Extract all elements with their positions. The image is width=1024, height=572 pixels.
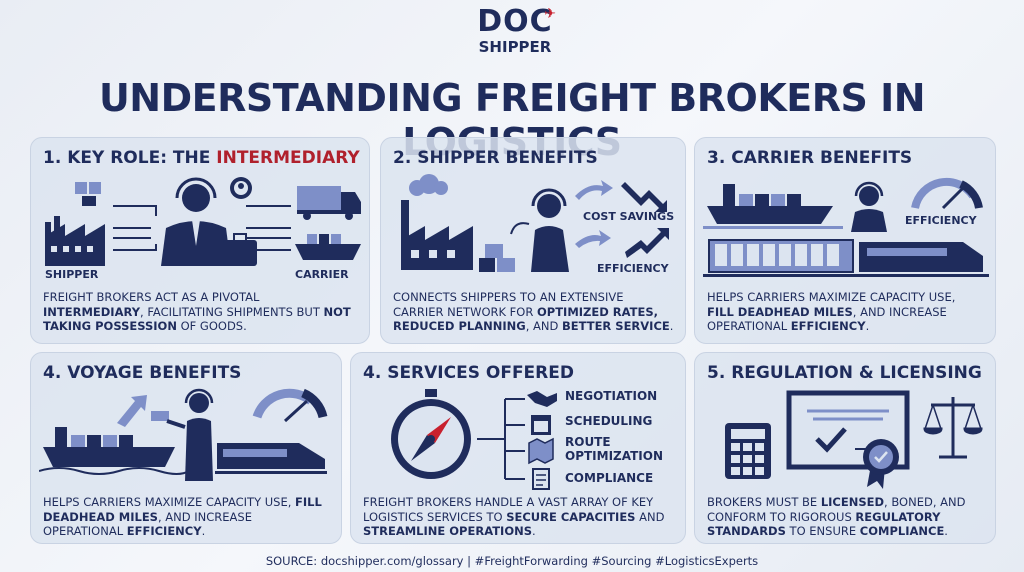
trend-arrow-icon bbox=[117, 395, 147, 427]
key-role-illustration bbox=[45, 177, 361, 266]
headset-agent-icon bbox=[166, 388, 214, 481]
airplane-icon: ✈ bbox=[544, 6, 556, 22]
headset-agent-icon bbox=[161, 177, 231, 266]
shipper-benefits-illustration bbox=[401, 174, 669, 272]
logo-line2: SHIPPER bbox=[478, 38, 552, 56]
container-icon bbox=[151, 411, 169, 421]
card-key-role: 1. KEY ROLE: THE INTERMEDIARY SHIPPER CA… bbox=[30, 137, 370, 344]
gauge-icon bbox=[252, 388, 328, 423]
shipper-label: SHIPPER bbox=[45, 268, 99, 281]
boxes-icon bbox=[479, 244, 515, 272]
card-description: FREIGHT BROKERS ACT AS A PIVOTAL INTERME… bbox=[43, 290, 351, 333]
service-compliance: COMPLIANCE bbox=[565, 471, 654, 485]
scales-icon bbox=[923, 397, 983, 459]
truck-icon bbox=[297, 186, 361, 220]
efficiency-label: EFFICIENCY bbox=[905, 214, 977, 227]
regulation-illustration bbox=[725, 390, 983, 489]
carrier-label: CARRIER bbox=[295, 268, 349, 281]
card-title: 3. CARRIER BENEFITS bbox=[707, 148, 913, 168]
trend-arrow-icon bbox=[575, 230, 611, 248]
factory-icon bbox=[45, 216, 105, 266]
map-icon bbox=[528, 437, 554, 465]
card-title: 4. SERVICES OFFERED bbox=[363, 363, 574, 383]
service-scheduling: SCHEDULING bbox=[565, 414, 653, 428]
cargo-ship-icon bbox=[295, 234, 361, 260]
arrows-icon bbox=[113, 205, 291, 251]
train-icon bbox=[215, 443, 327, 474]
card-description: HELPS CARRIERS MAXIMIZE CAPACITY USE, FI… bbox=[707, 290, 956, 333]
card-regulation-licensing: 5. REGULATION & LICENSING bbox=[694, 352, 996, 544]
card-title: 4. VOYAGE BENEFITS bbox=[43, 363, 242, 383]
carrier-benefits-illustration bbox=[703, 177, 989, 277]
card-title: 1. KEY ROLE: THE INTERMEDIARY bbox=[43, 148, 360, 168]
efficiency-label: EFFICIENCY bbox=[597, 262, 669, 275]
card-description: FREIGHT BROKERS HANDLE A VAST ARRAY OF K… bbox=[363, 495, 665, 538]
handshake-icon bbox=[527, 391, 557, 407]
trend-arrow-icon bbox=[621, 182, 667, 212]
boxes-icon bbox=[75, 182, 101, 206]
service-negotiation: NEGOTIATION bbox=[565, 389, 658, 403]
calculator-icon bbox=[725, 423, 771, 479]
voyage-benefits-illustration bbox=[39, 388, 328, 481]
card-carrier-benefits: 3. CARRIER BENEFITS EFFICIENCY HELPS CAR… bbox=[694, 137, 996, 344]
services-illustration bbox=[391, 389, 557, 490]
card-title: 5. REGULATION & LICENSING bbox=[707, 363, 982, 383]
card-voyage-benefits: 4. VOYAGE BENEFITS HELPS CARRIERS MAXIMI… bbox=[30, 352, 342, 544]
headset-agent-icon bbox=[531, 188, 569, 272]
calendar-icon bbox=[531, 415, 551, 435]
speech-bubble-icon bbox=[230, 177, 252, 199]
docshipper-logo: DOC SHIPPER ✈ bbox=[470, 6, 560, 74]
logo-line1: DOC bbox=[477, 4, 553, 39]
factory-icon bbox=[401, 200, 473, 270]
gauge-icon bbox=[911, 177, 983, 210]
award-seal-icon bbox=[863, 439, 899, 489]
card-services-offered: 4. SERVICES OFFERED NEGOTIATION SCHEDULI… bbox=[350, 352, 686, 544]
return-arrow-icon bbox=[510, 222, 530, 235]
train-icon bbox=[703, 239, 989, 277]
card-description: CONNECTS SHIPPERS TO AN EXTENSIVE CARRIE… bbox=[393, 290, 674, 333]
briefcase-icon bbox=[223, 233, 257, 266]
compass-icon bbox=[391, 389, 471, 479]
card-description: BROKERS MUST BE LICENSED, BONED, AND CON… bbox=[707, 495, 966, 538]
cost-savings-label: COST SAVINGS bbox=[583, 210, 675, 223]
document-icon bbox=[532, 468, 550, 490]
card-shipper-benefits: 2. SHIPPER BENEFITS COST SAVINGS EFFICIE… bbox=[380, 137, 686, 344]
cargo-ship-icon bbox=[703, 184, 843, 229]
branch-lines bbox=[477, 398, 525, 480]
cargo-ship-icon bbox=[39, 427, 190, 475]
trend-arrow-icon bbox=[575, 180, 613, 200]
card-title: 2. SHIPPER BENEFITS bbox=[393, 148, 598, 168]
service-route-optimization: ROUTE OPTIMIZATION bbox=[565, 435, 664, 463]
smoke-icon bbox=[409, 174, 448, 196]
card-description: HELPS CARRIERS MAXIMIZE CAPACITY USE, FI… bbox=[43, 495, 322, 538]
headset-agent-icon bbox=[851, 181, 887, 232]
source-footer: SOURCE: docshipper.com/glossary | #Freig… bbox=[265, 554, 759, 568]
trend-arrow-icon bbox=[625, 228, 669, 258]
